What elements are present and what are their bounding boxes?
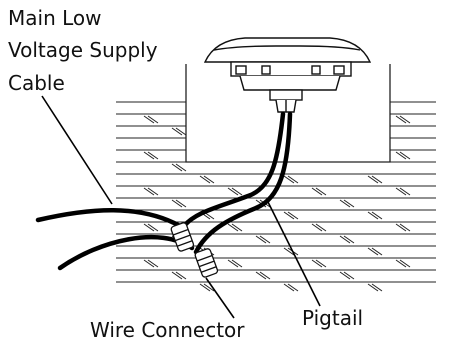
hatch-stroke (339, 271, 351, 280)
hatch-stroke (259, 235, 271, 244)
label-supply-cable-line1: Main Low (8, 6, 102, 30)
hatch-stroke (227, 259, 239, 268)
hatch-stroke (315, 223, 327, 232)
hatch-stroke (283, 211, 295, 220)
hatch-stroke (367, 247, 379, 256)
hatch-stroke (399, 115, 411, 124)
hatch-stroke (231, 223, 243, 232)
hatch-stroke (147, 151, 159, 160)
hatch-stroke (171, 271, 183, 280)
hatch-stroke (343, 235, 355, 244)
hatch-stroke (175, 163, 187, 172)
hatch-stroke (203, 175, 215, 184)
hatch-stroke (371, 247, 383, 256)
hatch-stroke (171, 163, 183, 172)
hatch-stroke (287, 211, 299, 220)
hatch-stroke (287, 283, 299, 292)
hatch-stroke (147, 223, 159, 232)
hatch-stroke (147, 115, 159, 124)
pigtail-wires (181, 111, 293, 255)
hatch-stroke (399, 259, 411, 268)
hatch-stroke (143, 259, 155, 268)
hatch-stroke (199, 283, 211, 292)
leader-lines (41, 95, 321, 319)
hatch-stroke (147, 259, 159, 268)
hatch-stroke (231, 187, 243, 196)
hatch-stroke (283, 283, 295, 292)
hatch-stroke (367, 211, 379, 220)
leader-wire-connector (205, 277, 235, 319)
hatch-stroke (311, 259, 323, 268)
hatch-stroke (367, 283, 379, 292)
hatch-stroke (143, 223, 155, 232)
hatch-stroke (395, 259, 407, 268)
hatch-stroke (255, 271, 267, 280)
leader-pigtail (267, 201, 321, 307)
hatch-stroke (171, 199, 183, 208)
hatch-stroke (287, 175, 299, 184)
hatch-stroke (315, 259, 327, 268)
hatch-stroke (255, 235, 267, 244)
hatch-stroke (231, 259, 243, 268)
label-supply-cable-line2: Voltage Supply (8, 38, 158, 62)
hatch-stroke (227, 223, 239, 232)
hatch-stroke (311, 223, 323, 232)
hatch-stroke (175, 271, 187, 280)
hatch-stroke (399, 187, 411, 196)
hatch-stroke (315, 187, 327, 196)
hatch-stroke (371, 211, 383, 220)
hatch-stroke (343, 199, 355, 208)
hatch-stroke (143, 151, 155, 160)
hatch-stroke (371, 283, 383, 292)
hatch-stroke (259, 271, 271, 280)
hatch-stroke (395, 151, 407, 160)
hatch-stroke (203, 283, 215, 292)
leader-supply-cable (41, 95, 113, 205)
hatch-stroke (143, 115, 155, 124)
hatch-stroke (343, 271, 355, 280)
hatch-stroke (175, 127, 187, 136)
hatch-stroke (395, 115, 407, 124)
hatch-stroke (399, 151, 411, 160)
label-wire-connector: Wire Connector (90, 318, 245, 342)
hatch-stroke (283, 247, 295, 256)
main-supply-cable (35, 208, 195, 271)
wire-connector-icon (170, 222, 219, 278)
hatch-stroke (175, 199, 187, 208)
hatch-stroke (283, 175, 295, 184)
label-supply-cable-line3: Cable (8, 71, 65, 95)
light-fixture (203, 37, 372, 113)
hatch-stroke (143, 187, 155, 196)
hatch-stroke (339, 199, 351, 208)
hatch-stroke (199, 175, 211, 184)
label-pigtail: Pigtail (302, 306, 364, 330)
hatch-stroke (171, 127, 183, 136)
hatch-stroke (395, 223, 407, 232)
hatch-stroke (227, 187, 239, 196)
hatch-stroke (367, 175, 379, 184)
hatch-stroke (311, 187, 323, 196)
hatch-stroke (371, 175, 383, 184)
hatch-stroke (395, 187, 407, 196)
hatch-stroke (147, 187, 159, 196)
hatch-stroke (399, 223, 411, 232)
hatch-stroke (339, 235, 351, 244)
